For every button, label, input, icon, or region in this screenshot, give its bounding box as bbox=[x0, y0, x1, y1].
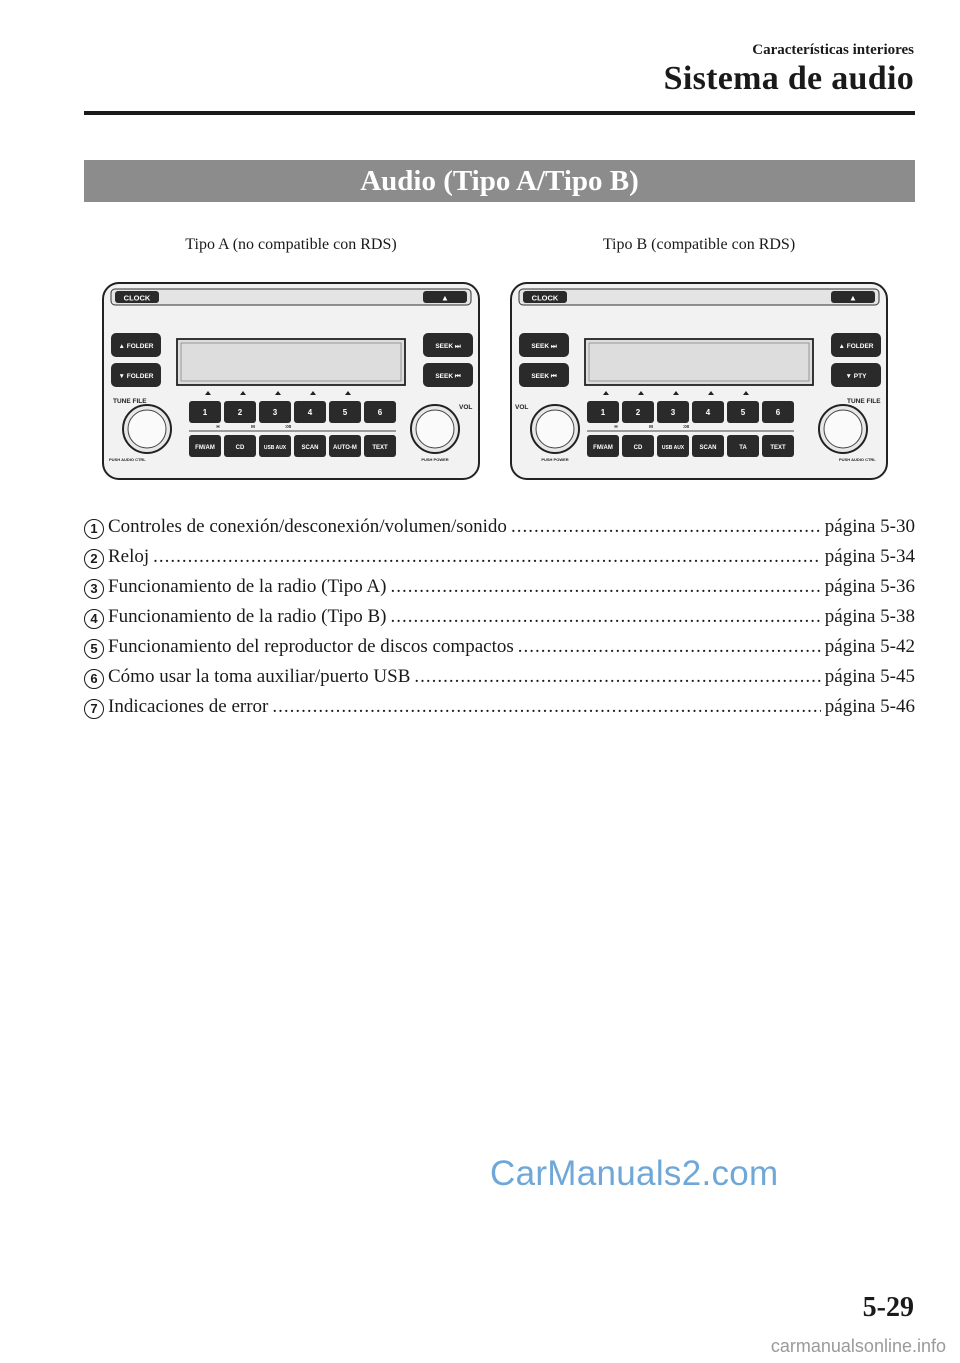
toc-page-ref: página 5-46 bbox=[824, 696, 915, 717]
unit-b-preset-6: 6 bbox=[776, 408, 781, 417]
toc-label: Cómo usar la toma auxiliar/puerto USB bbox=[108, 666, 411, 687]
toc-page-ref: página 5-45 bbox=[824, 666, 915, 687]
unit-a-tune-label: TUNE FILE bbox=[113, 398, 147, 405]
header-title: Sistema de audio bbox=[663, 60, 914, 97]
unit-b-preset-sub-00: :00 bbox=[683, 424, 690, 429]
caption-type-b: Tipo B (compatible con RDS) bbox=[602, 236, 796, 253]
unit-a-power-sub: PUSH POWER bbox=[421, 457, 448, 462]
unit-b-ta-label: TA bbox=[739, 445, 747, 451]
unit-a-usbaux-label: USB AUX bbox=[264, 445, 287, 451]
toc-row-6[interactable]: 6 Cómo usar la toma auxiliar/puerto USB … bbox=[84, 666, 915, 696]
toc-label: Indicaciones de error bbox=[108, 696, 269, 717]
unit-b-preset-2: 2 bbox=[636, 408, 641, 417]
unit-a-preset-1: 1 bbox=[203, 408, 208, 417]
page-number: 5-29 bbox=[862, 1292, 914, 1323]
toc-row-7[interactable]: 7 Indicaciones de error página 5-46 bbox=[84, 696, 915, 726]
unit-a-seek-up-label: SEEK ⏭ bbox=[435, 343, 461, 350]
toc-page-ref: página 5-30 bbox=[824, 516, 915, 537]
toc-page-ref: página 5-42 bbox=[824, 636, 915, 657]
unit-a-vol-label: VOL bbox=[459, 404, 472, 411]
unit-a-scan-label: SCAN bbox=[301, 445, 318, 451]
leader-dots bbox=[414, 666, 820, 688]
unit-a-eject-icon: ▲ bbox=[441, 294, 449, 303]
toc-page-ref: página 5-34 bbox=[824, 546, 915, 567]
unit-b-seek-up-label: SEEK ⏭ bbox=[531, 343, 557, 350]
unit-b-tune-sub: PUSH AUDIO CTRL bbox=[839, 457, 876, 462]
unit-a-cd-label: CD bbox=[236, 445, 245, 451]
audio-unit-b-drawing: CLOCK ▲ SEEK ⏭ SEEK ⏮ ▲ FOLDER ▼ PTY 1 2… bbox=[510, 282, 888, 480]
item-number: 6 bbox=[84, 669, 104, 689]
unit-a-preset-2: 2 bbox=[238, 408, 243, 417]
watermark-logo: CarManuals2.com bbox=[490, 1154, 779, 1193]
audio-unit-a-drawing: CLOCK ▲ ▲ FOLDER ▼ FOLDER SEEK ⏭ SEEK ⏮ … bbox=[102, 282, 480, 480]
item-number: 5 bbox=[84, 639, 104, 659]
unit-a-autom-label: AUTO-M bbox=[333, 445, 357, 451]
leader-dots bbox=[153, 546, 821, 568]
toc-row-1[interactable]: 1 Controles de conexión/desconexión/volu… bbox=[84, 516, 915, 546]
toc-label: Funcionamiento de la radio (Tipo A) bbox=[108, 576, 387, 597]
audio-unit-type-a: CLOCK ▲ ▲ FOLDER ▼ FOLDER SEEK ⏭ SEEK ⏮ … bbox=[101, 281, 481, 481]
header-section: Características interiores bbox=[752, 42, 914, 58]
unit-a-preset-5: 5 bbox=[343, 408, 348, 417]
unit-b-scan-label: SCAN bbox=[699, 445, 716, 451]
leader-dots bbox=[518, 636, 821, 658]
unit-b-folder-up-label: ▲ FOLDER bbox=[839, 343, 874, 350]
item-number: 7 bbox=[84, 699, 104, 719]
unit-b-preset-sub-h: H bbox=[614, 424, 617, 429]
caption-type-a: Tipo A (no compatible con RDS) bbox=[185, 236, 397, 253]
audio-unit-type-b: CLOCK ▲ SEEK ⏭ SEEK ⏮ ▲ FOLDER ▼ PTY 1 2… bbox=[509, 281, 889, 481]
unit-b-seek-down-label: SEEK ⏮ bbox=[531, 373, 557, 380]
unit-b-text-label: TEXT bbox=[770, 445, 786, 451]
header-rule bbox=[84, 111, 915, 115]
unit-a-fmam-label: FM/AM bbox=[195, 445, 215, 451]
toc-page-ref: página 5-36 bbox=[824, 576, 915, 597]
toc-label: Funcionamiento de la radio (Tipo B) bbox=[108, 606, 387, 627]
unit-a-seek-down-label: SEEK ⏮ bbox=[435, 373, 461, 380]
item-number: 4 bbox=[84, 609, 104, 629]
unit-b-tune-label: TUNE FILE bbox=[847, 398, 881, 405]
unit-b-preset-5: 5 bbox=[741, 408, 746, 417]
item-number: 3 bbox=[84, 579, 104, 599]
unit-a-folder-up-label: ▲ FOLDER bbox=[119, 343, 154, 350]
unit-b-cd-label: CD bbox=[634, 445, 643, 451]
leader-dots bbox=[511, 516, 821, 538]
unit-a-folder-down-label: ▼ FOLDER bbox=[119, 373, 154, 380]
unit-a-preset-6: 6 bbox=[378, 408, 383, 417]
unit-b-preset-1: 1 bbox=[601, 408, 606, 417]
unit-a-preset-sub-00: :00 bbox=[285, 424, 292, 429]
unit-b-vol-label: VOL bbox=[515, 404, 528, 411]
toc-row-3[interactable]: 3 Funcionamiento de la radio (Tipo A) pá… bbox=[84, 576, 915, 606]
toc-row-4[interactable]: 4 Funcionamiento de la radio (Tipo B) pá… bbox=[84, 606, 915, 636]
unit-b-usbaux-label: USB AUX bbox=[662, 445, 685, 451]
unit-a-preset-4: 4 bbox=[308, 408, 313, 417]
toc-label: Controles de conexión/desconexión/volume… bbox=[108, 516, 507, 537]
unit-a-preset-sub-h: H bbox=[216, 424, 219, 429]
section-banner: Audio (Tipo A/Tipo B) bbox=[84, 160, 915, 202]
unit-b-preset-4: 4 bbox=[706, 408, 711, 417]
unit-b-preset-sub-m: M bbox=[649, 424, 653, 429]
toc-page-ref: página 5-38 bbox=[824, 606, 915, 627]
unit-b-pty-label: ▼ PTY bbox=[846, 373, 868, 380]
toc-row-2[interactable]: 2 Reloj página 5-34 bbox=[84, 546, 915, 576]
unit-b-eject-icon: ▲ bbox=[849, 294, 857, 303]
unit-a-preset-3: 3 bbox=[273, 408, 278, 417]
leader-dots bbox=[390, 576, 820, 598]
unit-b-power-sub: PUSH POWER bbox=[541, 457, 568, 462]
unit-b-fmam-label: FM/AM bbox=[593, 445, 613, 451]
item-number: 1 bbox=[84, 519, 104, 539]
unit-a-tune-sub: PUSH AUDIO CTRL bbox=[109, 457, 146, 462]
toc-label: Reloj bbox=[108, 546, 150, 567]
leader-dots bbox=[390, 606, 820, 628]
unit-b-preset-3: 3 bbox=[671, 408, 676, 417]
unit-a-text-label: TEXT bbox=[372, 445, 388, 451]
unit-a-clock-label: CLOCK bbox=[124, 294, 151, 303]
item-number: 2 bbox=[84, 549, 104, 569]
contents-list: 1 Controles de conexión/desconexión/volu… bbox=[84, 516, 915, 726]
unit-b-clock-label: CLOCK bbox=[532, 294, 559, 303]
toc-label: Funcionamiento del reproductor de discos… bbox=[108, 636, 514, 657]
unit-a-preset-sub-m: M bbox=[251, 424, 255, 429]
toc-row-5[interactable]: 5 Funcionamiento del reproductor de disc… bbox=[84, 636, 915, 666]
leader-dots bbox=[272, 696, 820, 718]
footer-url: carmanualsonline.info bbox=[770, 1336, 946, 1356]
